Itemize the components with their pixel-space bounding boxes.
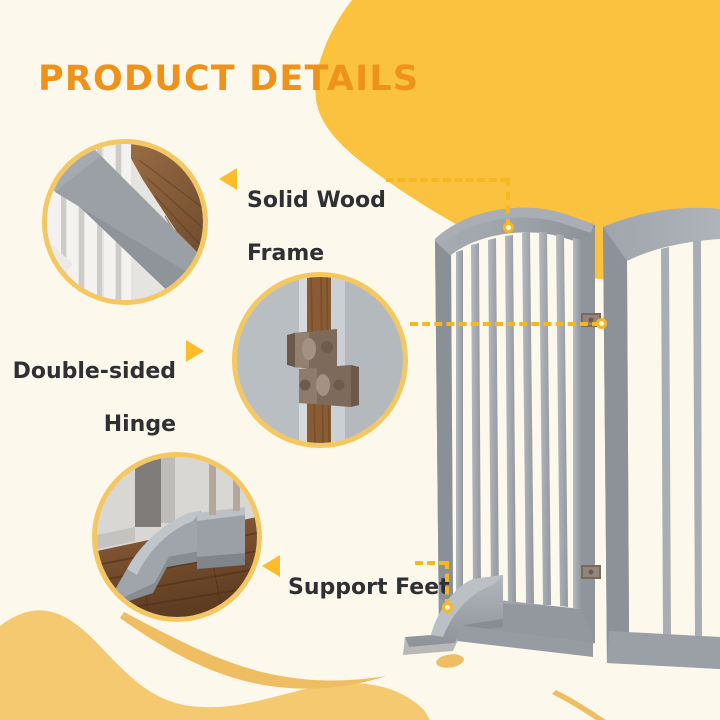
paw-print-toe-1-icon [605,97,625,123]
callout-label-double-sided-hinge: Double-sided Hinge [12,332,176,466]
connector-dot-support-feet [442,602,453,613]
connector-line-solid-wood-frame-horizontal [386,178,508,182]
hinge-lower-leaf [299,365,359,407]
bottom-left-yellow-blob [0,610,430,720]
callout-circle-solid-wood-frame[interactable] [42,139,208,305]
callout-label-line1: Solid Wood [247,187,386,213]
gate-hinge-bottom [581,565,601,579]
top-right-small-dash [503,82,535,96]
paw-print-toe-4-icon [673,115,695,139]
panel-left-stile [435,241,453,631]
callout-label-solid-wood-frame: Solid Wood Frame [247,161,427,295]
panel-left-right-stile [581,227,595,643]
panel-right-inner-opening [627,239,720,637]
connector-dot-double-sided-hinge [596,318,607,329]
callout-arrow-support-feet [262,555,280,577]
panel-right-left-stile [603,227,629,663]
panel-right-slats [661,240,702,636]
connector-dot-solid-wood-frame [503,222,514,233]
callout-circle-double-sided-hinge[interactable] [232,272,408,448]
callout-arrow-double-sided-hinge [186,340,204,362]
top-right-yellow-blob [315,0,720,281]
gate-panel-right [603,207,720,670]
connector-line-solid-wood-frame-vertical [506,178,510,227]
bottom-left-small-dash [436,654,464,668]
callout-label-support-feet: Support Feet [288,548,468,628]
paw-print-dash-icon [691,103,720,117]
callout-arrow-solid-wood-frame [219,168,237,190]
product-image-pet-gate [403,207,720,670]
support-foot-rear [457,625,593,657]
callout-label-line2: Hinge [103,412,176,438]
callout-label-line1: Support Feet [288,574,450,600]
page-title: PRODUCT DETAILS [38,59,420,99]
connector-line-support-feet-vertical [445,561,449,607]
panel-left-arch-top [435,207,594,247]
bottom-left-swoosh [120,612,386,689]
panel-right-bottom-rail [607,631,720,669]
paw-print-toe-3-icon [653,94,675,122]
paw-print-pad-icon [587,126,692,204]
connector-line-support-feet-horizontal [415,561,447,565]
bottom-right-arc [552,690,606,720]
support-foot-top [431,575,503,637]
paw-print-toe-2-icon [628,85,650,115]
callout-label-line1: Double-sided [12,358,176,384]
support-foot [403,575,593,657]
callout-circle-support-feet[interactable] [92,452,262,622]
callout-label-line2: Frame [247,241,325,267]
connector-line-double-sided-hinge-horizontal [410,322,600,326]
hinge-upper-leaf [287,329,337,371]
